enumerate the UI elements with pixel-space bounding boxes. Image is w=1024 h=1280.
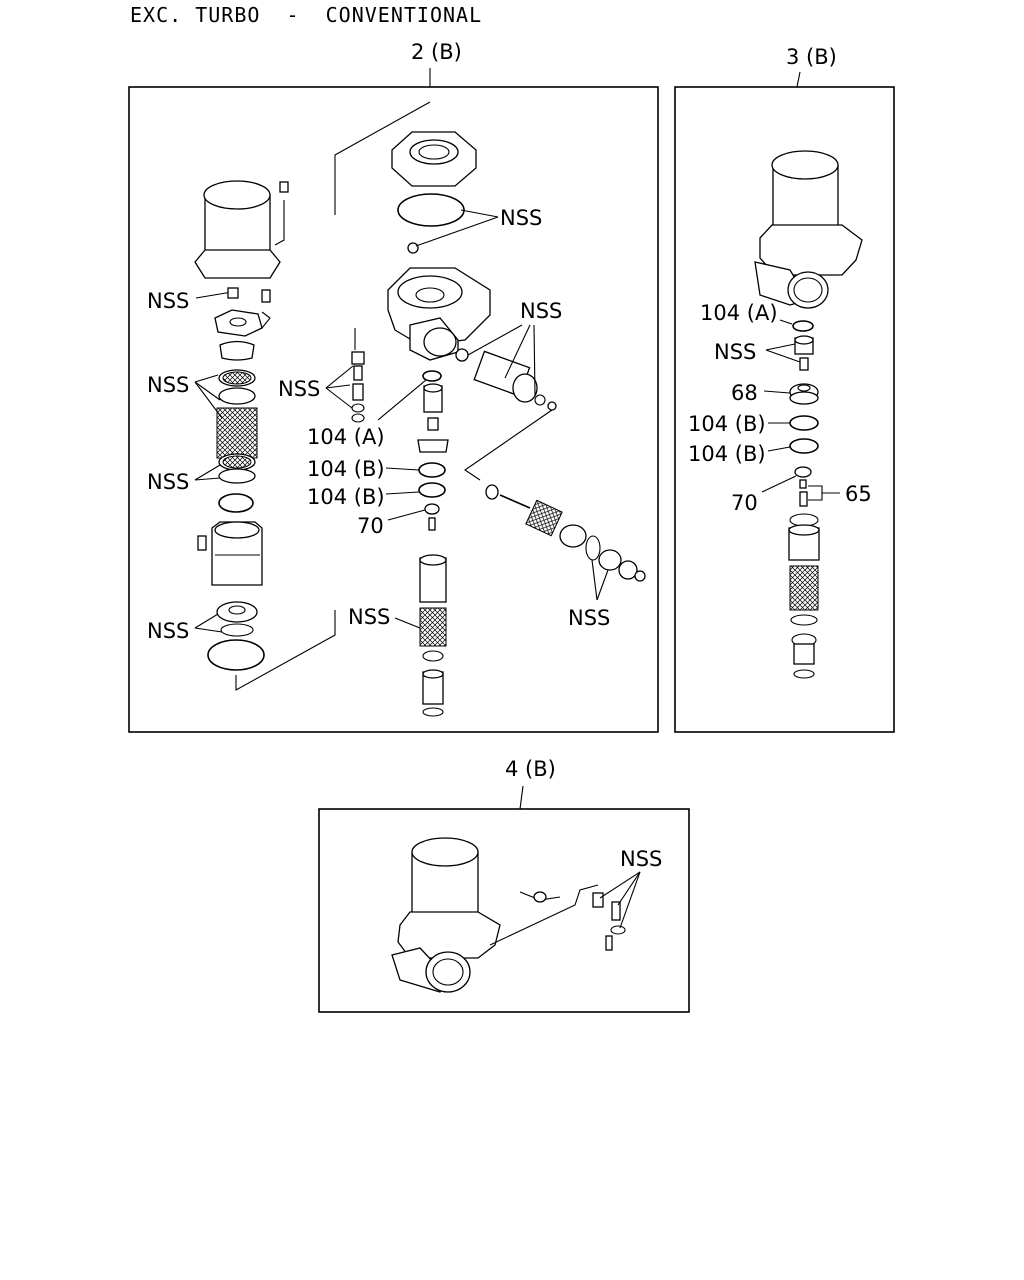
seal-70-center [424, 503, 440, 515]
panel-3b-label: 3 (B) [786, 45, 837, 69]
panel-4b-label: 4 (B) [505, 757, 556, 781]
o-ring-104a-3b [792, 320, 814, 332]
panel-3b-frame [674, 86, 895, 733]
callout-104b-3b-1: 104 (B) [688, 412, 766, 436]
callout-70-3b: 70 [731, 491, 758, 515]
o-ring-large [397, 193, 465, 227]
panel-2b: 2 (B) NSS [128, 40, 659, 733]
panel-2b-label: 2 (B) [411, 40, 462, 64]
callout-68-3b: 68 [731, 381, 758, 405]
dryer-assembly-4b [391, 837, 501, 993]
valve-body-housing [387, 267, 491, 361]
callout-nss-4b: NSS [620, 847, 662, 871]
horizontal-spring-assembly [485, 484, 646, 582]
callout-nss-piston: NSS [520, 299, 562, 323]
left-column-stack [197, 309, 271, 671]
small-seal [407, 242, 419, 254]
panel-4b: 4 (B) NSS [318, 757, 690, 1013]
callout-nss-left-upper: NSS [147, 373, 189, 397]
center-lower-cylinder [419, 517, 447, 717]
callout-nss-3b: NSS [714, 340, 756, 364]
callout-nss-spring: NSS [568, 606, 610, 630]
o-ring-104a-center [422, 370, 442, 382]
panel-3b: 3 (B) 104 (A) NSS 68 104 [674, 45, 895, 733]
side-piston-assembly [455, 348, 557, 411]
callout-104a-center: 104 (A) [307, 425, 385, 449]
part-68 [789, 383, 819, 405]
panel-4b-frame [318, 808, 690, 1013]
callout-104a-3b: 104 (A) [700, 301, 778, 325]
callout-70-center: 70 [357, 514, 384, 538]
nss-piston-3b [794, 335, 814, 371]
o-ring-104b-3b-2 [789, 438, 819, 454]
callout-104b-center-2: 104 (B) [307, 485, 385, 509]
callout-104b-center-1: 104 (B) [307, 457, 385, 481]
top-cover-plate [391, 131, 477, 187]
part-70-65-3b [794, 466, 812, 507]
o-ring-104b-center-2 [418, 482, 446, 498]
callout-nss-center-cylinder: NSS [348, 605, 390, 629]
callout-nss-left-middle: NSS [147, 470, 189, 494]
callout-104b-3b-2: 104 (B) [688, 442, 766, 466]
lower-cylinder-3b [788, 513, 820, 679]
header-title: EXC. TURBO - CONVENTIONAL [130, 3, 483, 27]
callout-nss-dome: NSS [147, 289, 189, 313]
callout-nss-top: NSS [500, 206, 542, 230]
panel-2b-frame [128, 86, 659, 733]
desiccant-cartridge-dome [194, 180, 289, 279]
o-ring-104b-center-1 [418, 462, 446, 478]
callout-nss-small-parts: NSS [278, 377, 320, 401]
heater-wire-parts [489, 884, 626, 951]
dryer-assembly-3b [754, 150, 863, 309]
o-ring-104b-3b-1 [789, 415, 819, 431]
small-valve-parts [351, 351, 365, 423]
left-small-bolts [227, 287, 271, 303]
center-stem-stack [417, 383, 449, 453]
callout-nss-left-lower: NSS [147, 619, 189, 643]
callout-65-3b: 65 [845, 482, 872, 506]
